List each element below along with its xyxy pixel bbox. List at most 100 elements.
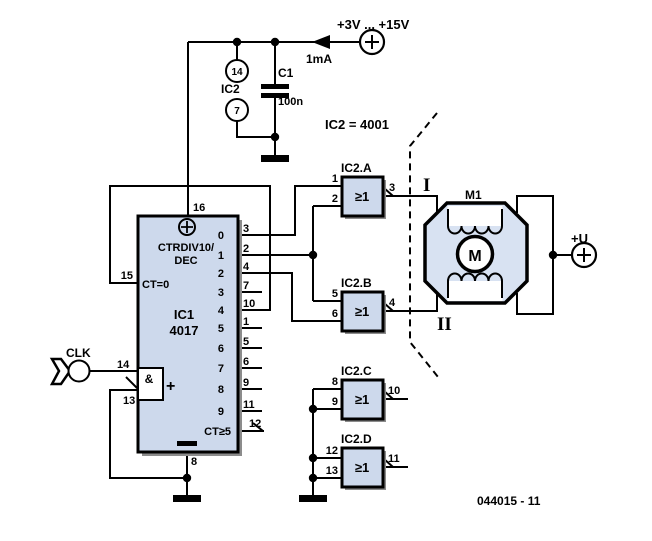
gate-body — [340, 446, 385, 489]
junction-dot — [308, 250, 318, 260]
ic1-q-label: 4 — [218, 305, 225, 317]
ic1-gnd-mark — [177, 441, 197, 446]
gate-pin-label: 13 — [326, 465, 338, 477]
ic1-pin16-label: 16 — [193, 202, 205, 214]
gate-pin-label: 2 — [332, 193, 338, 205]
supply-connector-icon — [358, 28, 386, 56]
ic1-q-label: 2 — [218, 268, 224, 280]
wire-gateCD-output-stubs — [383, 398, 408, 468]
gate-body — [340, 175, 385, 218]
gate-name-label: IC2.D — [341, 432, 372, 446]
capacitor-plate — [261, 84, 289, 89]
ground-icon — [261, 155, 289, 162]
gate-pin-label: 12 — [326, 445, 338, 457]
wire-gateA-output-phase-I — [383, 195, 438, 217]
motor-winding-pocket-bottom — [447, 281, 503, 301]
ic2-supply-pins — [225, 59, 249, 122]
ic1-pin14-label: 14 — [117, 359, 130, 371]
ic2-vdd-pin-circle — [225, 59, 249, 83]
ic1-q-label: 0 — [218, 230, 224, 242]
ic1-pin-label: 5 — [243, 336, 249, 348]
ic1-function-line1: CTRDIV10/ — [158, 242, 214, 254]
gate-name-label: IC2.A — [341, 161, 372, 175]
ic1-function-line2: DEC — [174, 255, 197, 267]
junction-dot — [308, 404, 318, 414]
gate-pin-label: 5 — [332, 288, 338, 300]
ic1-vdd-mark — [178, 218, 196, 236]
ic1-pin-label: 2 — [243, 243, 249, 255]
gate-pin-label: 3 — [389, 182, 395, 194]
ic1-q-label: 7 — [218, 363, 224, 375]
gate-ic2a-box — [340, 175, 386, 219]
motor-winding-top — [447, 209, 503, 235]
ic1-pin15-label: 15 — [121, 270, 133, 282]
ic1-ref-label: IC1 — [174, 307, 194, 322]
ic1-pin-label: 6 — [243, 356, 249, 368]
ground-icon — [173, 495, 201, 502]
ic1-q-label: 6 — [218, 343, 224, 355]
gate-pin-label: 11 — [388, 453, 400, 465]
supply-current-label: 1mA — [306, 52, 332, 66]
ic1-part-label: 4017 — [170, 323, 199, 338]
gate-pin-label: 10 — [388, 385, 400, 397]
gate-name-label: IC2.B — [341, 276, 372, 290]
gate-pin-label: 9 — [332, 396, 338, 408]
cap-value-label: 100n — [278, 96, 303, 108]
gate-name-label: IC2.C — [341, 364, 372, 378]
nor-symbol: ≥1 — [355, 392, 369, 407]
junction-dot — [548, 250, 558, 260]
ic1-pin-label: 1 — [243, 316, 249, 328]
junction-dot — [308, 473, 318, 483]
gate-pin-label: 1 — [332, 173, 338, 185]
phase-i-label: I — [423, 175, 430, 196]
motor-ref-label: M1 — [465, 188, 482, 202]
ic1-pin12-label: 12 — [249, 418, 261, 430]
junction-dot — [182, 473, 192, 483]
gate-ic2b-box — [340, 290, 386, 334]
gate-ic2d-box — [340, 446, 386, 490]
ground-symbols — [173, 155, 327, 502]
ic2-vss-pin-label: 7 — [234, 106, 240, 117]
gate-pin-label: 8 — [332, 376, 338, 388]
ic1-plus-label: + — [166, 378, 175, 395]
ic1-reset-label: CT=0 — [142, 279, 169, 291]
ic1-q-label: 3 — [218, 287, 224, 299]
ic1-clock-and-box — [137, 367, 164, 401]
gate-body — [340, 378, 385, 421]
motor-supply-connector-icon — [570, 241, 598, 269]
wire-out0-to-gateA — [238, 185, 342, 236]
gate-pin-label: 4 — [389, 297, 396, 309]
nor-symbol: ≥1 — [355, 304, 369, 319]
clk-connector-icon — [49, 357, 91, 386]
motor-supply-label: +U — [571, 231, 588, 246]
ic1-and-label: & — [145, 372, 154, 386]
cap-ref-label: C1 — [278, 66, 294, 80]
labels: +3V ... +15V 1mA C1 100n IC2 14 7 IC2 = … — [66, 17, 588, 508]
clk-label: CLK — [66, 346, 91, 360]
ic1-pin13-label: 13 — [123, 395, 135, 407]
motor-winding-pocket-top — [447, 206, 503, 226]
ic1-q-label: 8 — [218, 384, 224, 396]
motor-rotor-circle — [455, 234, 495, 274]
motor-winding-bottom — [447, 272, 503, 298]
gate-pin-label: 6 — [332, 308, 338, 320]
capacitor-c1-symbol — [261, 84, 289, 98]
junction-dot — [232, 37, 242, 47]
wire-output-stubs — [238, 291, 264, 432]
ic1-pin-label: 3 — [243, 223, 249, 235]
supply-range-label: +3V ... +15V — [337, 17, 410, 32]
ground-icon — [299, 495, 327, 502]
ic2-ref-label: IC2 — [221, 82, 240, 96]
capacitor-plate — [261, 93, 289, 98]
ic1-carry-label: CT≥5 — [204, 426, 231, 438]
ic1-pin-label: 10 — [243, 298, 255, 310]
ic1-counter-box — [136, 214, 242, 456]
gate-body — [340, 290, 385, 333]
ic2-vss-pin-circle — [225, 98, 249, 122]
ic1-pin-label: 7 — [243, 280, 249, 292]
wire-gateCD-inputs-grounded — [312, 388, 342, 496]
figure-number: 044015 - 11 — [477, 494, 541, 508]
ic2-vdd-pin-label: 14 — [231, 67, 243, 78]
junction-dot — [270, 37, 280, 47]
